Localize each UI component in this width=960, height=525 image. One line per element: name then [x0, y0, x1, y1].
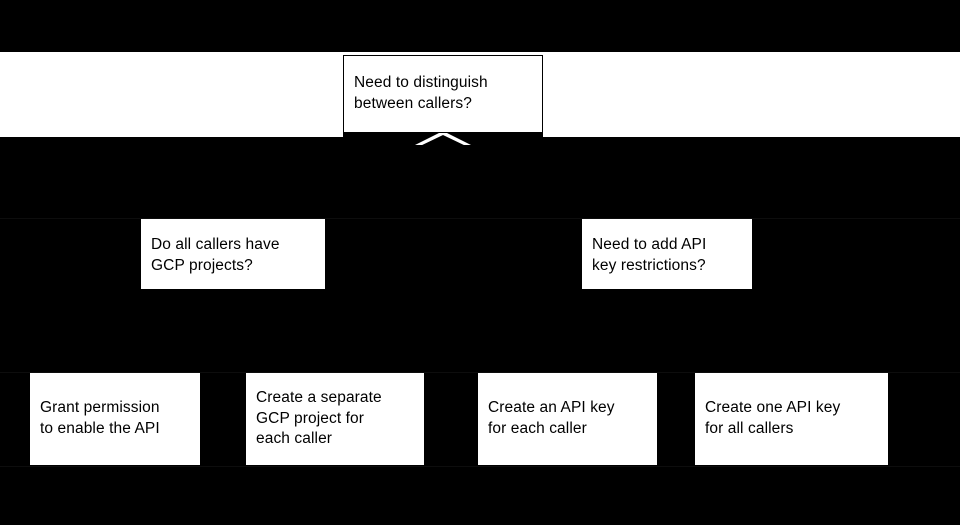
- node-label: Create a separate GCP project for each c…: [256, 389, 382, 448]
- mask-bottom-3: [657, 373, 695, 465]
- hairline-upper: [0, 218, 960, 219]
- node-label: Need to distinguish between callers?: [354, 74, 488, 112]
- mask-middle-left: [0, 219, 141, 289]
- node-label: Grant permission to enable the API: [40, 399, 160, 437]
- node-need-to-add-api-key-restrictions[interactable]: Need to add API key restrictions?: [582, 224, 752, 288]
- hairline-lower: [0, 372, 960, 373]
- mask-bottom-2: [424, 373, 478, 465]
- node-create-an-api-key-for-each-caller[interactable]: Create an API key for each caller: [478, 375, 657, 463]
- mask-middle-right: [752, 219, 960, 289]
- node-need-to-distinguish-between-callers[interactable]: Need to distinguish between callers?: [343, 55, 543, 133]
- mask-bottom-4: [888, 373, 960, 465]
- hairline-bottom: [0, 466, 960, 467]
- node-create-one-api-key-for-all-callers[interactable]: Create one API key for all callers: [695, 375, 888, 463]
- node-label: Create one API key for all callers: [705, 399, 841, 437]
- node-label: Need to add API key restrictions?: [592, 236, 707, 274]
- node-create-a-separate-gcp-project-for-each-caller[interactable]: Create a separate GCP project for each c…: [246, 375, 424, 463]
- node-label: Create an API key for each caller: [488, 399, 615, 437]
- node-do-all-callers-have-gcp-projects[interactable]: Do all callers have GCP projects?: [141, 224, 325, 288]
- node-label: Do all callers have GCP projects?: [151, 236, 280, 274]
- node-grant-permission-to-enable-the-api[interactable]: Grant permission to enable the API: [30, 375, 200, 463]
- mask-bottom-0: [0, 373, 30, 465]
- mask-bottom-1: [200, 373, 246, 465]
- root-branch-chevron-inner: [418, 135, 468, 147]
- mask-middle-center: [325, 219, 582, 289]
